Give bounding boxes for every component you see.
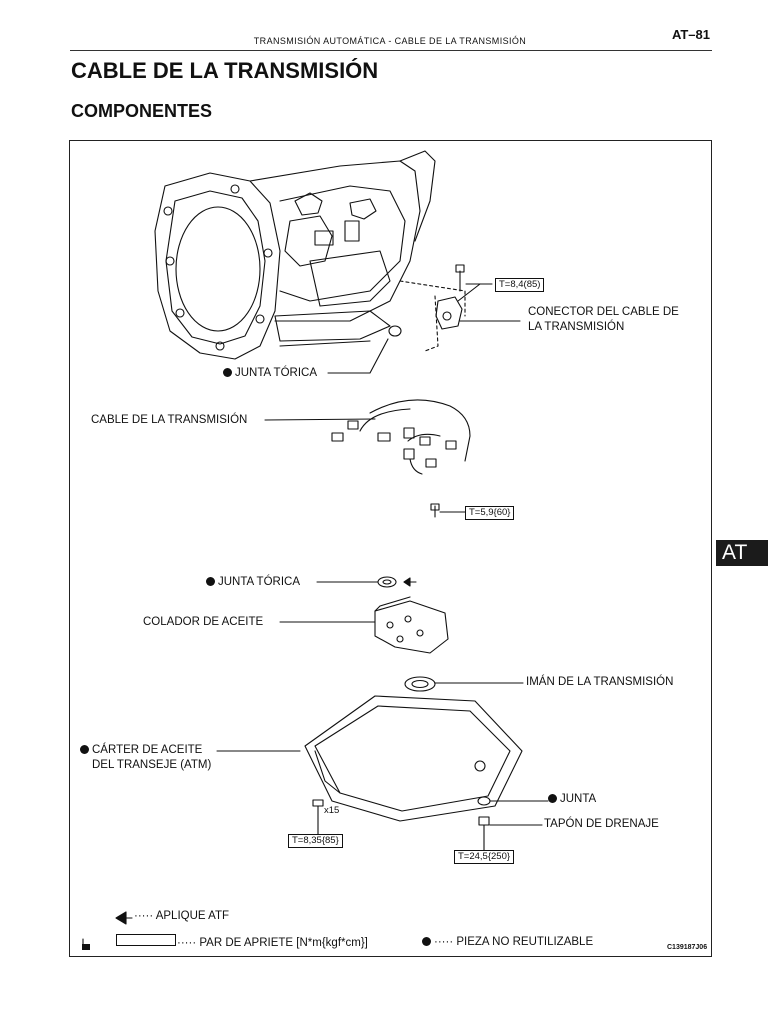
label-magnet: IMÁN DE LA TRANSMISIÓN bbox=[526, 676, 674, 688]
leader-lines bbox=[457, 283, 481, 302]
section-subtitle: COMPONENTES bbox=[71, 101, 213, 121]
transmission-wire-harness bbox=[264, 399, 471, 518]
torque-connector-bolt: T=8,4(85) bbox=[495, 278, 545, 292]
non-reusable-dot-icon bbox=[206, 577, 215, 586]
label-bolt-count: x15 bbox=[324, 805, 340, 816]
transmission-assembly bbox=[154, 150, 436, 360]
torque-drain-plug: T=24,5{250} bbox=[454, 850, 515, 864]
label-o-ring-lower: JUNTA TÓRICA bbox=[206, 575, 300, 590]
label-gasket: JUNTA bbox=[548, 792, 596, 807]
pan-bolt bbox=[312, 799, 324, 836]
label-o-ring-upper: JUNTA TÓRICA bbox=[223, 366, 317, 381]
header-rule bbox=[70, 50, 712, 51]
drain-gasket-and-plug bbox=[477, 796, 549, 852]
oil-pan bbox=[216, 695, 523, 822]
page-header: TRANSMISIÓN AUTOMÁTICA - CABLE DE LA TRA… bbox=[70, 27, 710, 50]
legend-torque: ····· PAR DE APRIETE [N*m{kgf*cm}] bbox=[177, 937, 368, 949]
transmission-magnet bbox=[404, 676, 524, 692]
components-diagram-frame: T=8,4(85) T=5,9{60} T=8,35{85} T=24,5{25… bbox=[69, 140, 712, 957]
legend-atf: ····· APLIQUE ATF bbox=[134, 910, 229, 922]
non-reusable-dot-icon bbox=[548, 794, 557, 803]
o-ring-lower bbox=[316, 576, 417, 588]
legend-torque-box bbox=[116, 934, 176, 946]
exploded-view-drawing bbox=[82, 150, 549, 950]
label-oil-strainer: COLADOR DE ACEITE bbox=[143, 616, 264, 628]
non-reusable-dot-icon bbox=[422, 937, 431, 946]
oil-strainer bbox=[279, 596, 449, 654]
label-connector: CONECTOR DEL CABLE DE LA TRANSMISIÓN bbox=[528, 306, 679, 333]
legend-non-reusable: ····· PIEZA NO REUTILIZABLE bbox=[422, 935, 593, 950]
header-section-title: TRANSMISIÓN AUTOMÁTICA - CABLE DE LA TRA… bbox=[253, 36, 527, 46]
legend-atf-arrow bbox=[115, 911, 133, 925]
o-ring-upper bbox=[327, 325, 402, 374]
label-drain-plug: TAPÓN DE DRENAJE bbox=[544, 818, 659, 830]
label-cable: CABLE DE LA TRANSMISIÓN bbox=[91, 414, 248, 426]
cable-connector bbox=[435, 264, 521, 330]
label-oil-pan: CÁRTER DE ACEITE DEL TRANSEJE (ATM) bbox=[80, 743, 211, 773]
page-title: CABLE DE LA TRANSMISIÓN bbox=[71, 58, 379, 83]
torque-cable-bolt: T=5,9{60} bbox=[465, 506, 515, 520]
non-reusable-dot-icon bbox=[80, 745, 89, 754]
torque-pan-bolt: T=8,35{85} bbox=[288, 834, 343, 848]
figure-id: C139187J06 bbox=[667, 944, 708, 951]
assembly-guide-lines bbox=[399, 280, 466, 352]
chapter-tab[interactable]: AT bbox=[716, 540, 768, 566]
non-reusable-dot-icon bbox=[223, 368, 232, 377]
page-number: AT–81 bbox=[671, 27, 710, 42]
footer-mark-icon bbox=[82, 938, 90, 950]
